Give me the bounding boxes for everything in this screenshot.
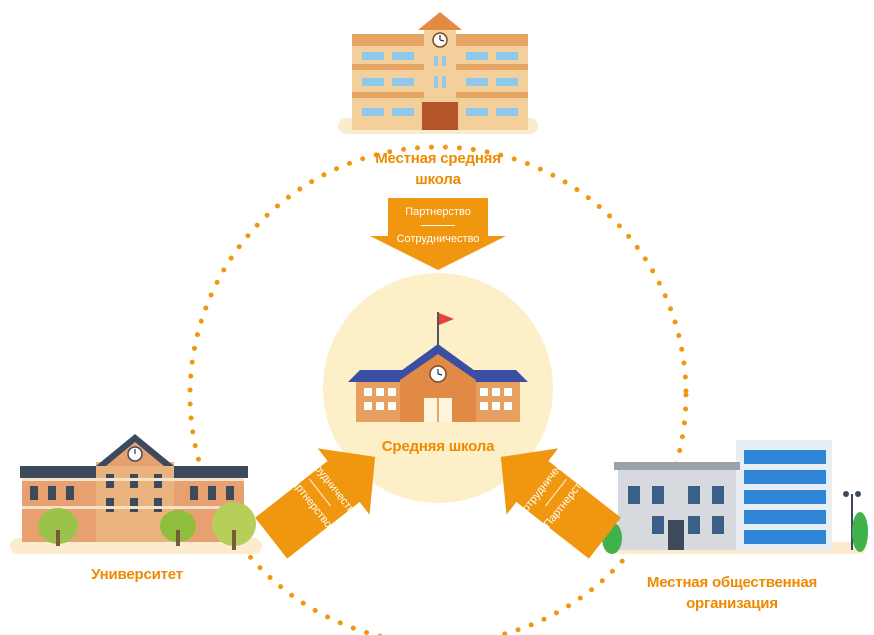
- top-arrow-text: Партнерство Сотрудничество: [388, 205, 488, 246]
- center-school-building-icon: [348, 312, 528, 422]
- top-arrow-line2: Сотрудничество: [396, 233, 480, 245]
- right-arrow: [500, 448, 621, 559]
- dotted-cycle-ring: [187, 144, 689, 635]
- community-org-building-icon: [602, 440, 868, 554]
- flag-icon: [439, 313, 454, 325]
- local-school-building-icon: [338, 12, 538, 134]
- local-school-label: Местная средняя школа: [375, 150, 501, 188]
- center-school-label: Средняя школа: [381, 438, 495, 455]
- top-arrow: [370, 198, 506, 270]
- community-org-label: Местная общественная организация: [646, 574, 818, 612]
- top-arrow-divider: [421, 225, 455, 226]
- university-label: Университет: [91, 566, 183, 583]
- top-arrow-line1: Партнерство: [405, 206, 471, 218]
- left-arrow: [255, 448, 376, 559]
- university-building-icon: [10, 434, 262, 554]
